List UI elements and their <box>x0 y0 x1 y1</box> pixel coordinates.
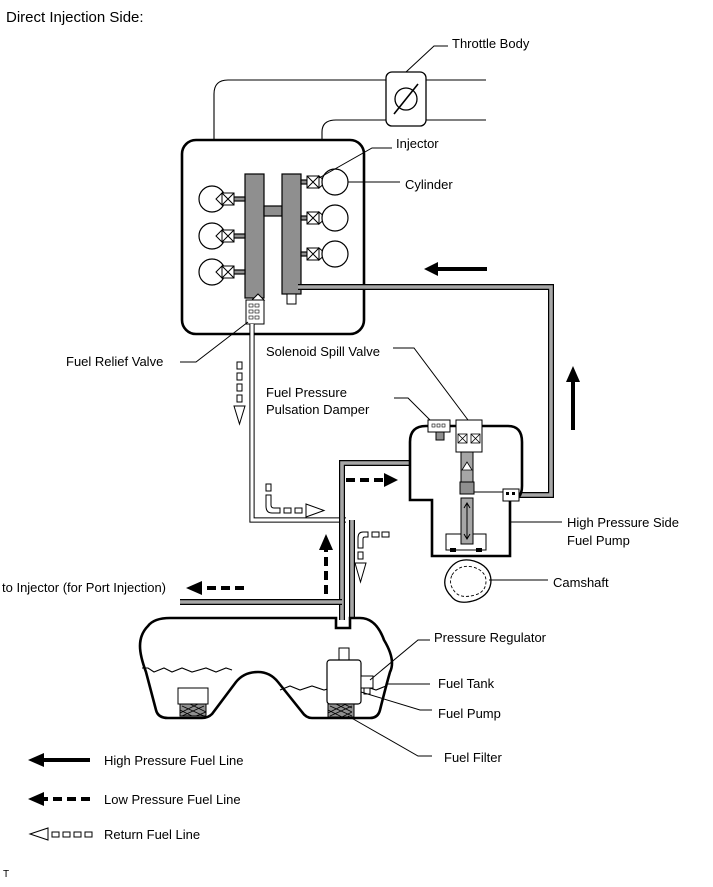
camshaft <box>444 559 492 603</box>
cylinder-left-3 <box>198 258 235 286</box>
pulsation-damper-label-2: Pulsation Damper <box>266 402 370 417</box>
flow-arrow-return-relief <box>233 361 246 426</box>
hp-pump-label-1: High Pressure Side <box>567 515 679 530</box>
flow-arrow-low-pressure-to-pump <box>346 473 398 487</box>
solenoid-spill-valve-leader <box>393 347 469 421</box>
fuel-relief-valve-leader <box>180 321 249 363</box>
pulsation-damper-label-1: Fuel Pressure <box>266 385 347 400</box>
legend-label-low-pressure: Low Pressure Fuel Line <box>104 792 241 807</box>
high-pressure-pump <box>408 424 524 558</box>
legend-label-high-pressure: High Pressure Fuel Line <box>104 753 243 768</box>
flow-arrow-return-bend <box>265 483 326 518</box>
solenoid-spill-valve <box>455 419 483 483</box>
injector-label: Injector <box>396 136 439 151</box>
camshaft-label: Camshaft <box>553 575 609 590</box>
flow-arrow-low-pressure-port <box>186 581 244 595</box>
throttle-body <box>385 71 427 127</box>
cylinders-left <box>198 185 235 286</box>
legend-item-high-pressure: High Pressure Fuel Line <box>28 753 243 768</box>
cylinders-right <box>306 168 349 268</box>
intake-pipes <box>213 79 486 142</box>
flow-arrow-high-pressure-right <box>566 366 580 430</box>
fuel-relief-valve-label: Fuel Relief Valve <box>66 354 163 369</box>
hp-pump-label-2: Fuel Pump <box>567 533 630 548</box>
legend-label-return: Return Fuel Line <box>104 827 200 842</box>
flow-arrow-low-pressure-up <box>319 534 333 594</box>
tank-sub-filter <box>177 687 209 717</box>
in-tank-fuel-pump <box>326 647 362 718</box>
cylinder-right-3 <box>306 240 349 268</box>
flow-arrow-high-pressure-top <box>424 262 487 276</box>
injector-leader <box>318 147 392 179</box>
fuel-pump-label: Fuel Pump <box>438 706 501 721</box>
throttle-body-leader <box>405 45 448 73</box>
pressure-regulator <box>360 675 374 695</box>
tank-fuel-level-left <box>142 667 233 673</box>
return-fuel-line-pipe <box>249 324 346 523</box>
fuel-tank-label: Fuel Tank <box>438 676 495 691</box>
legend-item-return: Return Fuel Line <box>28 827 200 842</box>
flow-arrow-return-down <box>354 531 390 584</box>
cylinder-label: Cylinder <box>405 177 453 192</box>
diagram-title: Direct Injection Side: <box>6 9 144 26</box>
solenoid-spill-valve-label: Solenoid Spill Valve <box>266 344 380 359</box>
cylinder-right-1 <box>306 168 349 196</box>
cylinder-left-1 <box>198 185 235 213</box>
footer-mark: T <box>3 869 9 880</box>
pulsation-damper-leader <box>394 397 431 421</box>
fuel-relief-valve <box>245 293 266 325</box>
legend: High Pressure Fuel Line Low Pressure Fue… <box>28 753 243 842</box>
pump-outlet-check-valve <box>502 488 520 502</box>
fuel-filter-leader <box>347 715 432 757</box>
high-pressure-pipe <box>298 284 554 498</box>
pressure-regulator-leader <box>369 639 430 681</box>
pulsation-damper <box>427 419 451 441</box>
port-injection-label: to Injector (for Port Injection) <box>2 580 166 595</box>
cylinder-left-2 <box>198 222 235 250</box>
fuel-filter-label: Fuel Filter <box>444 750 502 765</box>
pressure-regulator-label: Pressure Regulator <box>434 630 547 645</box>
cylinder-right-2 <box>306 204 349 232</box>
throttle-body-label: Throttle Body <box>452 36 530 51</box>
legend-item-low-pressure: Low Pressure Fuel Line <box>28 792 241 807</box>
fuel-pump-leader <box>360 691 432 711</box>
fuel-rail-right <box>281 173 308 305</box>
